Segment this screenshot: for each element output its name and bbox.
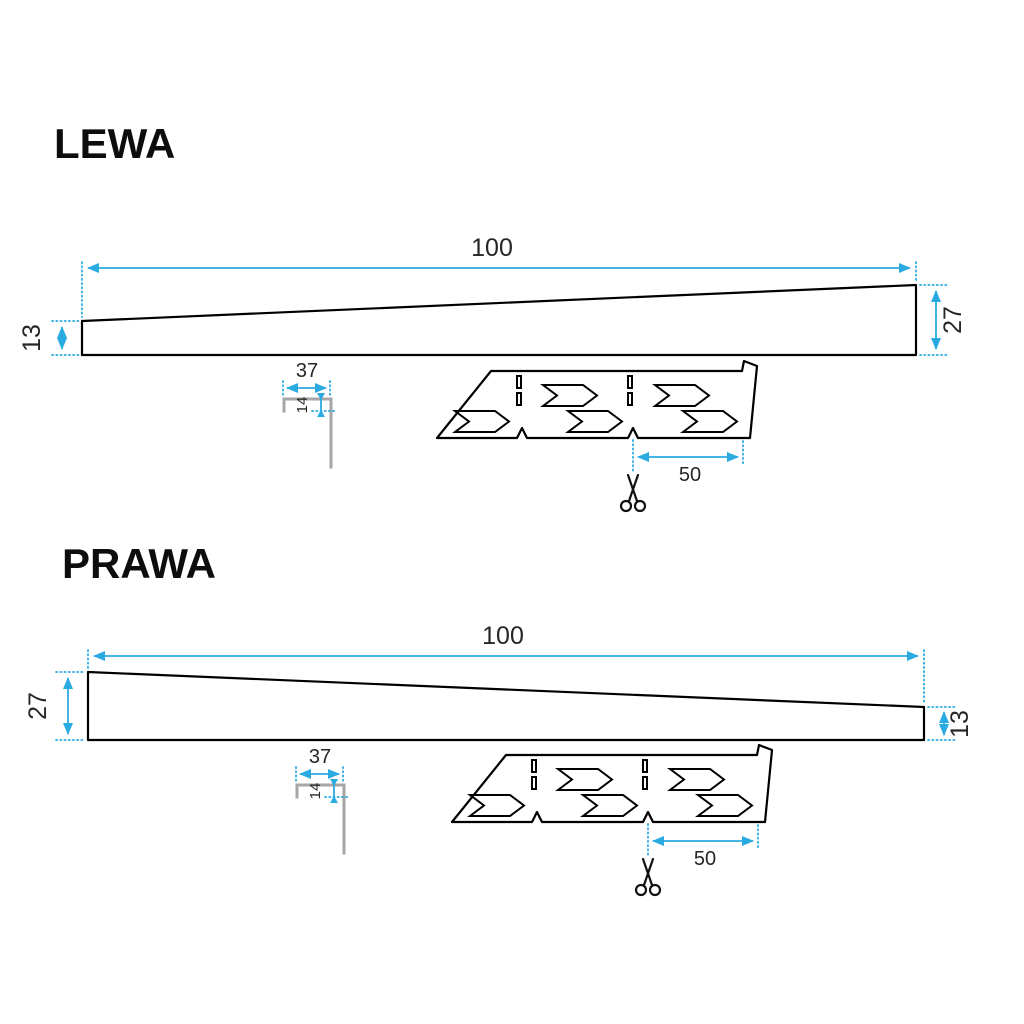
prawa-height-right-dimension: 13 bbox=[927, 706, 974, 741]
perforation-slit bbox=[516, 392, 522, 406]
lewa-height-left-dimension: 13 bbox=[18, 320, 81, 356]
dimension-label-length: 100 bbox=[482, 622, 524, 650]
arrow-cutouts bbox=[469, 768, 753, 817]
perforation-slit bbox=[642, 759, 648, 773]
arrow-cutout bbox=[469, 794, 525, 817]
arrow-cutout bbox=[582, 794, 638, 817]
lewa-perforated-base-detail: 50 bbox=[435, 359, 759, 513]
prawa-height-left-dimension: 27 bbox=[24, 671, 85, 741]
prawa-perforated-base-detail: 50 bbox=[450, 743, 774, 897]
dimension-arrow bbox=[317, 410, 325, 417]
dimension-label-height-small: 13 bbox=[18, 324, 46, 352]
perforation-slit bbox=[516, 375, 522, 389]
perforation-slit bbox=[642, 776, 648, 790]
dimension-label-cut-spacing: 50 bbox=[694, 848, 716, 870]
section-prawa: PRAWA 100 27 13 37 bbox=[24, 540, 974, 897]
dimension-label-height-small: 13 bbox=[946, 710, 974, 738]
lewa-height-right-dimension: 27 bbox=[919, 284, 967, 356]
lewa-length-dimension: 100 bbox=[81, 234, 917, 318]
dimension-arrow bbox=[317, 393, 325, 400]
perforated-strip-outline bbox=[435, 359, 759, 440]
arrow-cutout bbox=[542, 384, 598, 407]
perforation-slit bbox=[627, 375, 633, 389]
dimension-label-cut-spacing: 50 bbox=[679, 464, 701, 486]
section-lewa: LEWA 100 27 13 37 bbox=[18, 120, 967, 513]
dimension-arrow bbox=[330, 796, 338, 803]
dimension-label-base-width: 37 bbox=[309, 746, 331, 768]
dimension-label-length: 100 bbox=[471, 234, 513, 262]
dimension-label-base-height: 14 bbox=[307, 783, 324, 800]
dimension-label-height-large: 27 bbox=[939, 306, 967, 334]
lewa-base-cross-section-detail: 37 14 bbox=[282, 360, 337, 469]
arrow-cutout bbox=[654, 384, 710, 407]
arrow-cutout bbox=[567, 410, 623, 433]
prawa-wedge-profile bbox=[86, 670, 926, 742]
base-angle-profile bbox=[282, 397, 333, 469]
dimension-arrow bbox=[330, 779, 338, 786]
perforation-slit bbox=[627, 392, 633, 406]
perforation-slit bbox=[531, 759, 537, 773]
dimension-label-base-width: 37 bbox=[296, 360, 318, 382]
prawa-base-cross-section-detail: 37 14 bbox=[295, 746, 350, 855]
arrow-cutouts bbox=[454, 384, 738, 433]
arrow-cutout bbox=[682, 410, 738, 433]
section-lewa-title: LEWA bbox=[54, 120, 175, 167]
arrow-cutout bbox=[557, 768, 613, 791]
perforation-slit bbox=[531, 776, 537, 790]
scissors-icon bbox=[619, 473, 647, 513]
dimension-label-base-height: 14 bbox=[294, 397, 311, 414]
dimension-label-height-large: 27 bbox=[24, 692, 52, 720]
perforated-strip-outline bbox=[450, 743, 774, 824]
base-angle-profile bbox=[295, 783, 346, 855]
scissors-icon bbox=[634, 857, 662, 897]
arrow-cutout bbox=[454, 410, 510, 433]
lewa-wedge-profile bbox=[80, 283, 918, 357]
section-prawa-title: PRAWA bbox=[62, 540, 216, 587]
prawa-length-dimension: 100 bbox=[87, 622, 925, 704]
arrow-cutout bbox=[669, 768, 725, 791]
arrow-cutout bbox=[697, 794, 753, 817]
